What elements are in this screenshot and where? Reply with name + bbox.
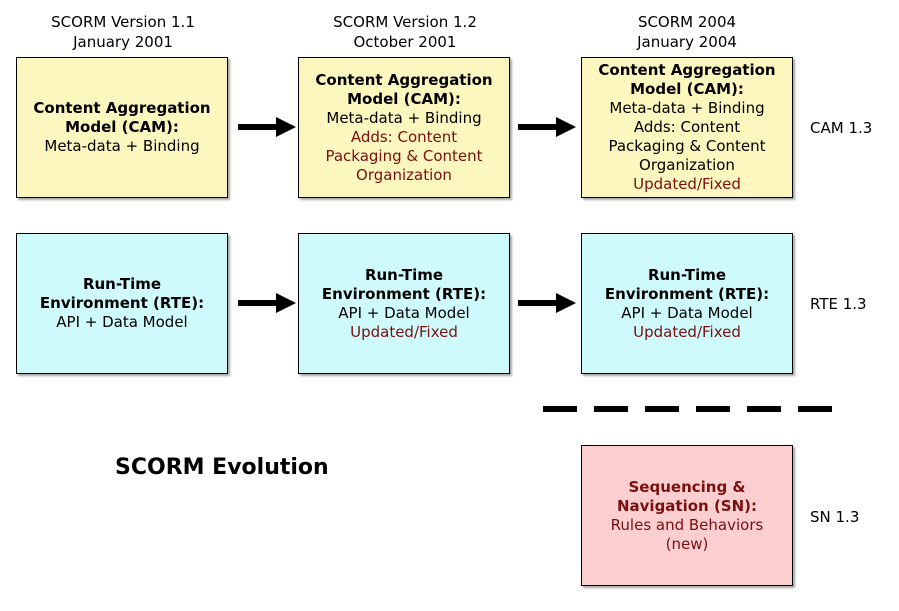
box-heading: Navigation (SN): [616,496,758,515]
box-highlight: Packaging & Content [325,146,483,165]
arrow-right-icon [238,293,296,313]
sn-row-label: SN 1.3 [810,508,860,526]
column-version: SCORM Version 1.2 [333,13,477,31]
box-heading: Environment (RTE): [321,284,487,303]
box-heading: Content Aggregation [33,99,211,117]
box-highlight: Updated/Fixed [633,175,741,193]
box-highlight: Rules and Behaviors [610,515,764,534]
box-heading: Run-Time [364,265,444,284]
column-date: October 2001 [353,33,457,51]
column-header-3: SCORM 2004 January 2004 [577,12,797,52]
column-header-2: SCORM Version 1.2 October 2001 [295,12,515,52]
arrow-right-icon [238,117,296,137]
box-heading: Model (CAM): [630,80,744,98]
column-date: January 2004 [637,33,737,51]
box-body: Meta-data + Binding [609,99,765,117]
box-heading: Run-Time [82,275,162,293]
dashed-separator [543,406,833,412]
box-heading: Content Aggregation [315,70,493,89]
column-version: SCORM Version 1.1 [51,13,195,31]
cam-box-v12: Content Aggregation Model (CAM): Meta-da… [298,57,510,198]
box-body: Meta-data + Binding [44,137,200,155]
diagram-title: SCORM Evolution [115,455,329,480]
rte-box-v11: Run-Time Environment (RTE): API + Data M… [16,233,228,374]
box-body: API + Data Model [621,303,753,322]
cam-box-2004: Content Aggregation Model (CAM): Meta-da… [581,57,793,198]
box-heading: Model (CAM): [347,89,461,108]
box-highlight: (new) [665,534,709,553]
sn-box-2004: Sequencing & Navigation (SN): Rules and … [581,445,793,586]
box-highlight: Updated/Fixed [633,322,741,341]
box-heading: Sequencing & [628,477,746,496]
box-body: Adds: Content [633,118,741,136]
column-date: January 2001 [73,33,173,51]
box-highlight: Organization [356,165,452,184]
box-heading: Content Aggregation [598,61,776,79]
box-heading: Model (CAM): [65,118,179,136]
box-heading: Environment (RTE): [39,294,205,312]
rte-row-label: RTE 1.3 [810,295,867,313]
rte-box-2004: Run-Time Environment (RTE): API + Data M… [581,233,793,374]
box-body: Packaging & Content [608,137,766,155]
arrow-right-icon [518,117,576,137]
box-body: API + Data Model [338,303,470,322]
cam-box-v11: Content Aggregation Model (CAM): Meta-da… [16,57,228,198]
box-body: API + Data Model [56,313,188,331]
box-highlight: Updated/Fixed [350,322,458,341]
arrow-right-icon [518,293,576,313]
rte-box-v12: Run-Time Environment (RTE): API + Data M… [298,233,510,374]
box-heading: Run-Time [647,265,727,284]
box-heading: Environment (RTE): [604,284,770,303]
box-highlight: Adds: Content [350,127,458,146]
column-header-1: SCORM Version 1.1 January 2001 [13,12,233,52]
box-body: Organization [639,156,735,174]
column-version: SCORM 2004 [637,13,737,31]
cam-row-label: CAM 1.3 [810,119,873,137]
box-body: Meta-data + Binding [326,108,482,127]
